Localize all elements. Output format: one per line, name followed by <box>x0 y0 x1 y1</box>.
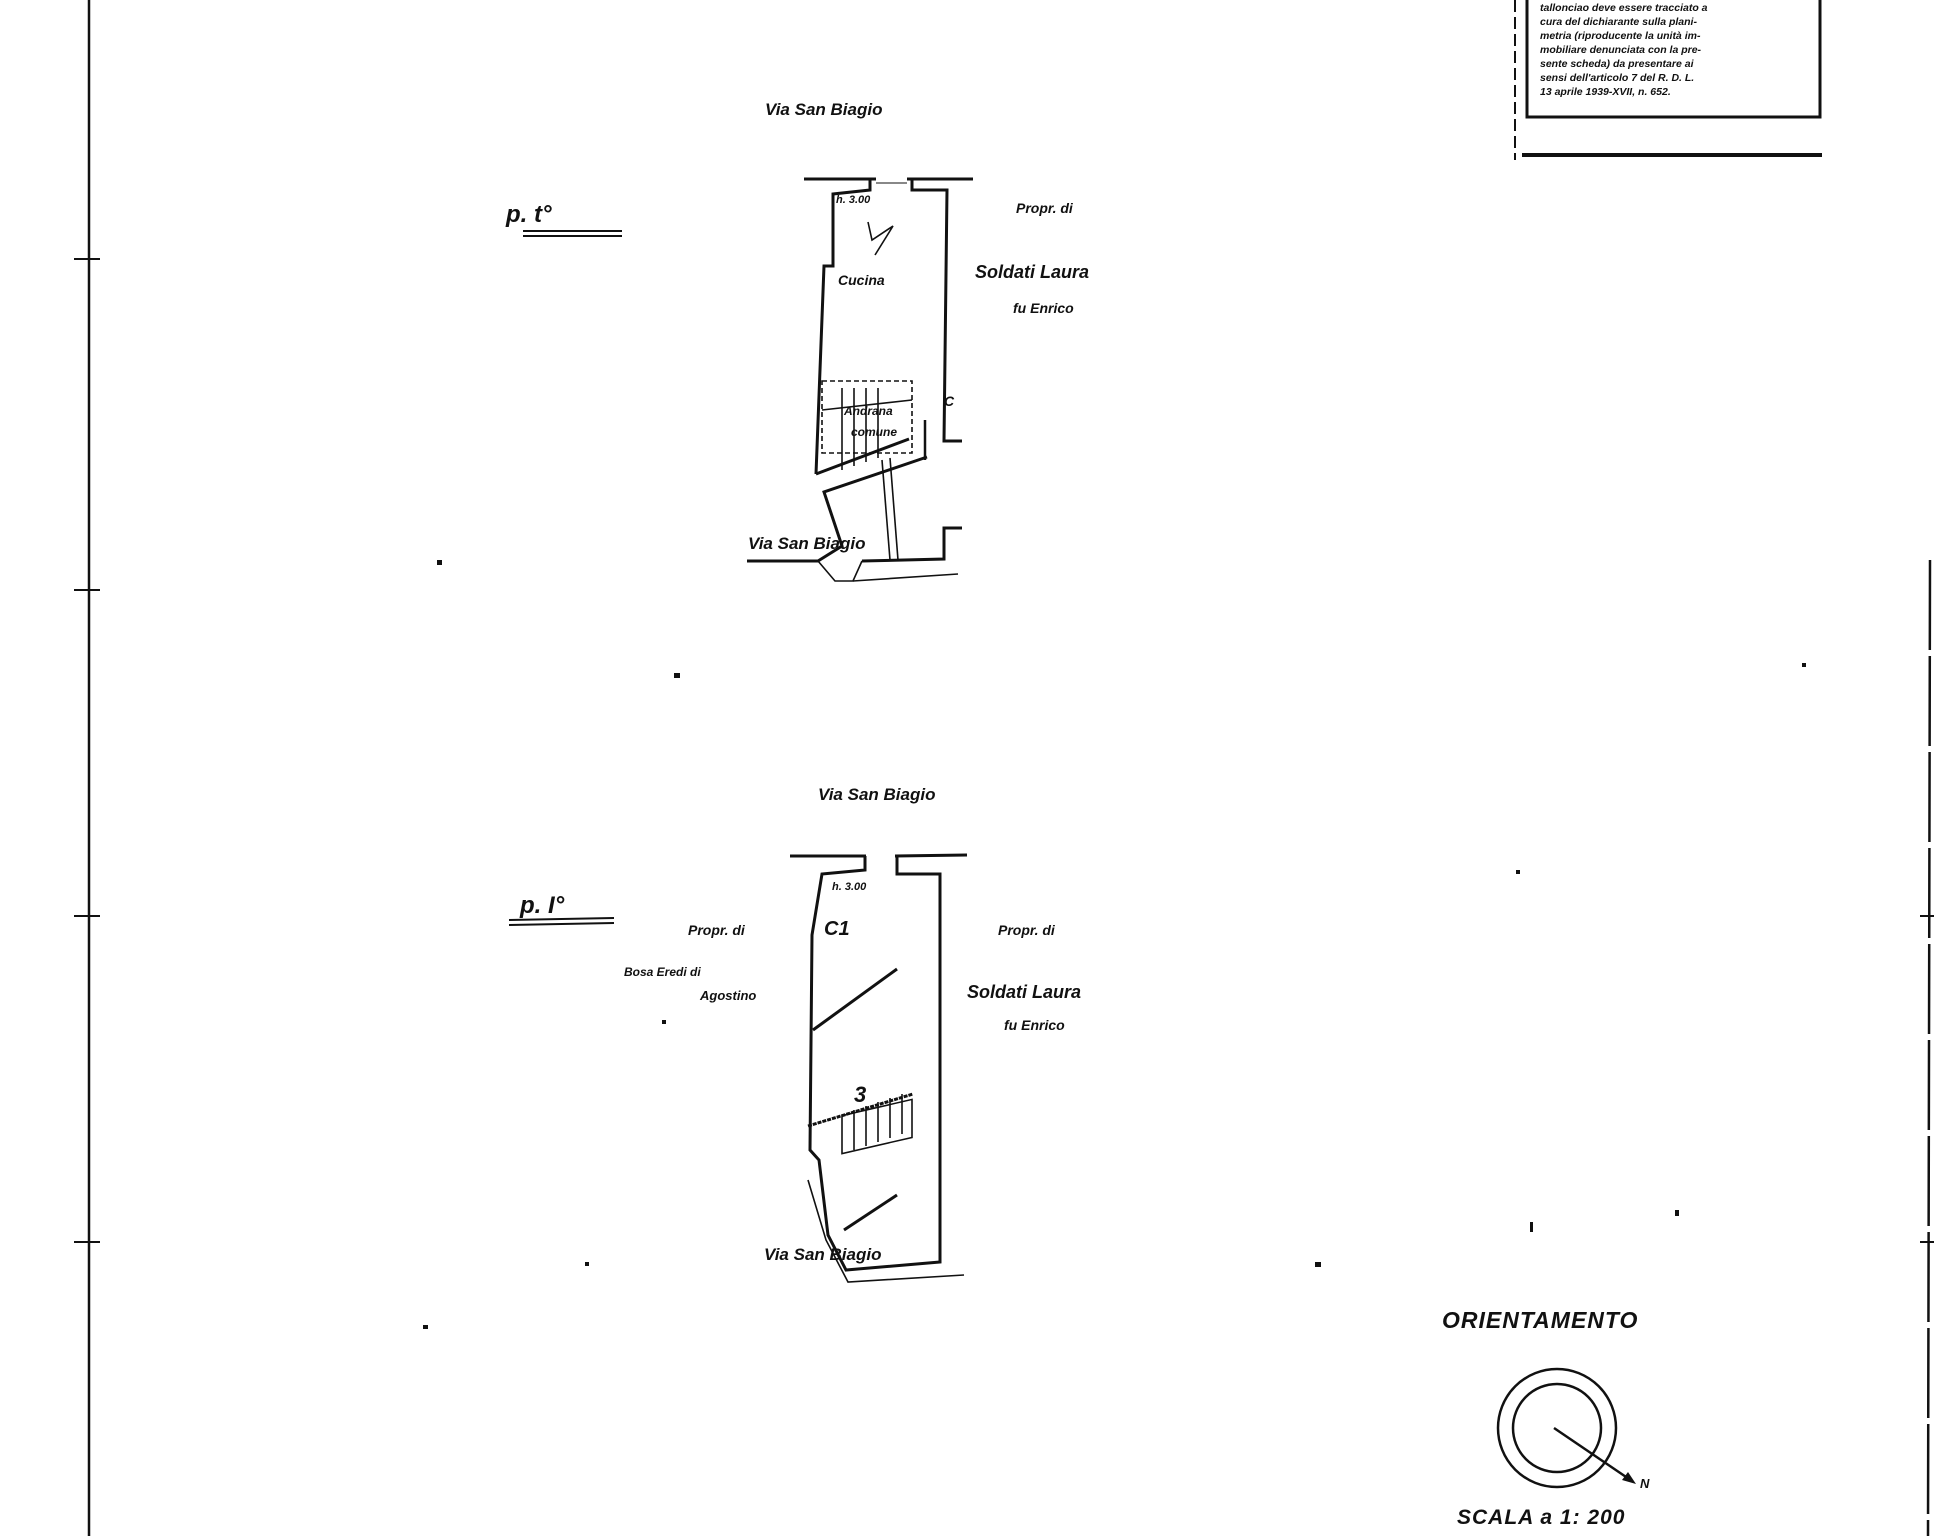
room-label: C1 <box>824 918 850 940</box>
room-label: 3 <box>854 1082 866 1107</box>
notice-line: cura del dichiarante sulla plani- <box>1540 16 1697 28</box>
mark-c: C <box>944 393 955 409</box>
neighbor-label: Bosa Eredi di <box>624 965 701 979</box>
street-label-top: Via San Biagio <box>765 100 882 119</box>
notice-line: 13 aprile 1939-XVII, n. 652. <box>1540 86 1671 98</box>
floor-label: p. I° <box>519 892 565 919</box>
notice-line: tallonciao deve essere tracciato a <box>1540 2 1708 14</box>
notice-box: tallonciao deve essere tracciato a cura … <box>1514 0 1822 160</box>
walls <box>747 177 973 582</box>
compass-inner-ring <box>1511 1382 1603 1474</box>
plan-first-floor: Via San Biagio p. I° h. 3.00 C1 3 Propr.… <box>508 785 1081 1283</box>
neighbor-label: Soldati Laura <box>975 262 1089 282</box>
notice-line: metria (riproducente la unità im- <box>1540 30 1701 42</box>
height-label: h. 3.00 <box>832 881 867 893</box>
neighbor-label: Soldati Laura <box>967 982 1081 1002</box>
neighbor-label: Propr. di <box>1016 200 1074 216</box>
orientation-title: ORIENTAMENTO <box>1442 1307 1638 1333</box>
orientation-block: ORIENTAMENTO N SCALA a 1: 200 <box>1442 1307 1650 1529</box>
room-label-kitchen: Cucina <box>838 272 885 288</box>
walls <box>790 853 968 1283</box>
notice-line: sente scheda) da presentare ai <box>1540 58 1695 70</box>
sheet-border <box>74 0 1934 1536</box>
staircase <box>821 380 913 561</box>
room-label-hall: Andrana <box>843 404 893 418</box>
neighbor-label: fu Enrico <box>1004 1017 1065 1033</box>
scan-noise <box>423 560 1806 1329</box>
neighbor-label: Propr. di <box>998 922 1056 938</box>
scale-label: SCALA a 1: 200 <box>1457 1506 1625 1529</box>
neighbor-label: fu Enrico <box>1013 300 1074 316</box>
floor-label: p. t° <box>505 201 552 228</box>
height-label: h. 3.00 <box>836 194 871 206</box>
notice-line: sensi dell'articolo 7 del R. D. L. <box>1540 72 1694 84</box>
compass-outer-ring <box>1496 1367 1618 1489</box>
plan-ground-floor: Via San Biagio p. t° h. <box>505 100 1089 582</box>
street-label-top: Via San Biagio <box>818 785 935 804</box>
neighbor-label: Propr. di <box>688 922 746 938</box>
neighbor-label: Agostino <box>699 988 756 1003</box>
north-mark: N <box>1640 1476 1650 1491</box>
street-label-bottom: Via San Biagio <box>748 534 865 553</box>
staircase <box>841 1094 913 1155</box>
street-label-bottom: Via San Biagio <box>764 1245 881 1264</box>
room-label-hall: comune <box>851 425 897 439</box>
notice-line: mobiliare denunciata con la pre- <box>1540 44 1702 56</box>
north-arrow-icon <box>1553 1426 1633 1483</box>
